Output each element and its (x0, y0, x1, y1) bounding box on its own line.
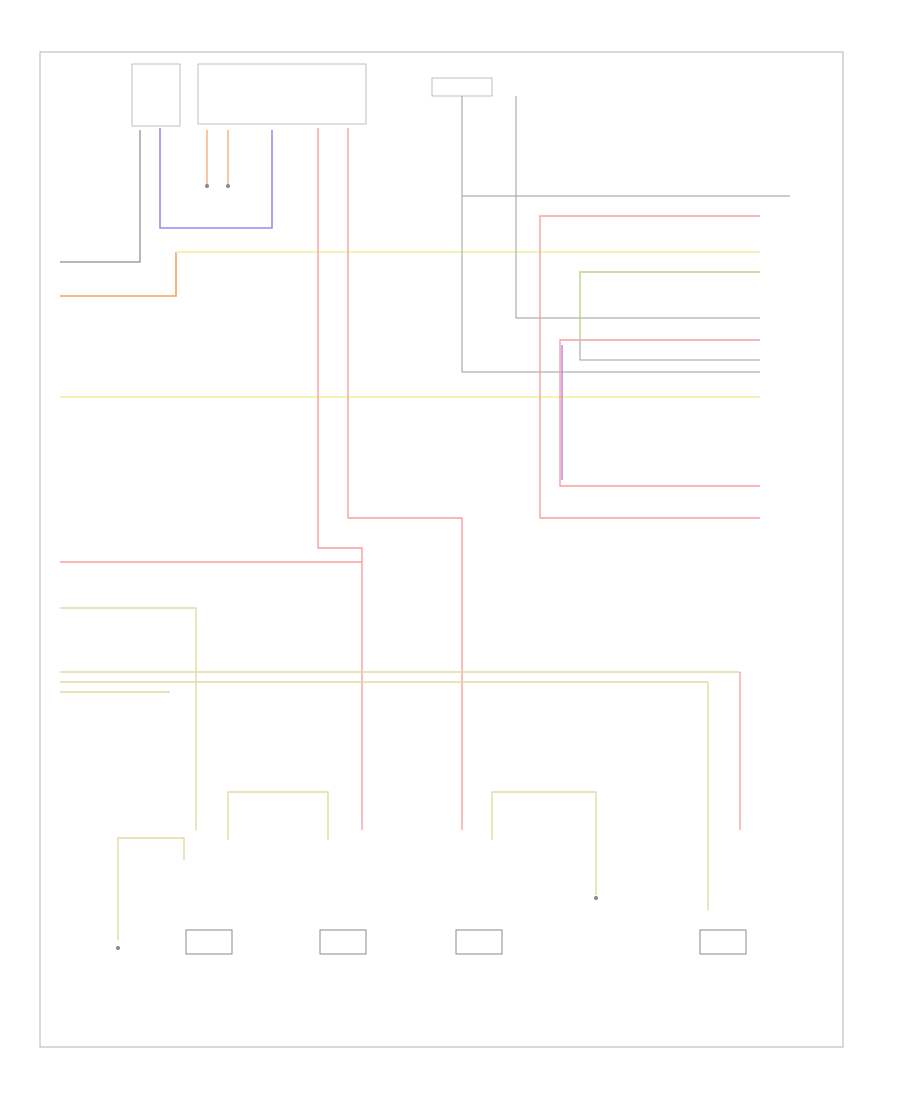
wire-orange (60, 252, 177, 297)
relay-top (431, 77, 493, 97)
wire-gray-relay (461, 96, 790, 373)
switch-group (185, 929, 747, 955)
connector-pin-icon (116, 184, 598, 950)
wire-violet-loop (159, 128, 273, 229)
wire-stub-connectors (206, 130, 229, 186)
module-left (131, 63, 181, 127)
wire-lower-loops (117, 791, 597, 940)
wire-right-runs (539, 215, 760, 519)
wire-dark-left (60, 130, 141, 263)
switch-icon (699, 929, 747, 955)
module-center (197, 63, 367, 125)
switch-icon (455, 929, 503, 955)
wire-bus (60, 607, 741, 910)
switch-icon (185, 929, 233, 955)
diagram-frame (39, 51, 844, 1048)
switch-icon (319, 929, 367, 955)
wire-pink-center (317, 128, 463, 830)
